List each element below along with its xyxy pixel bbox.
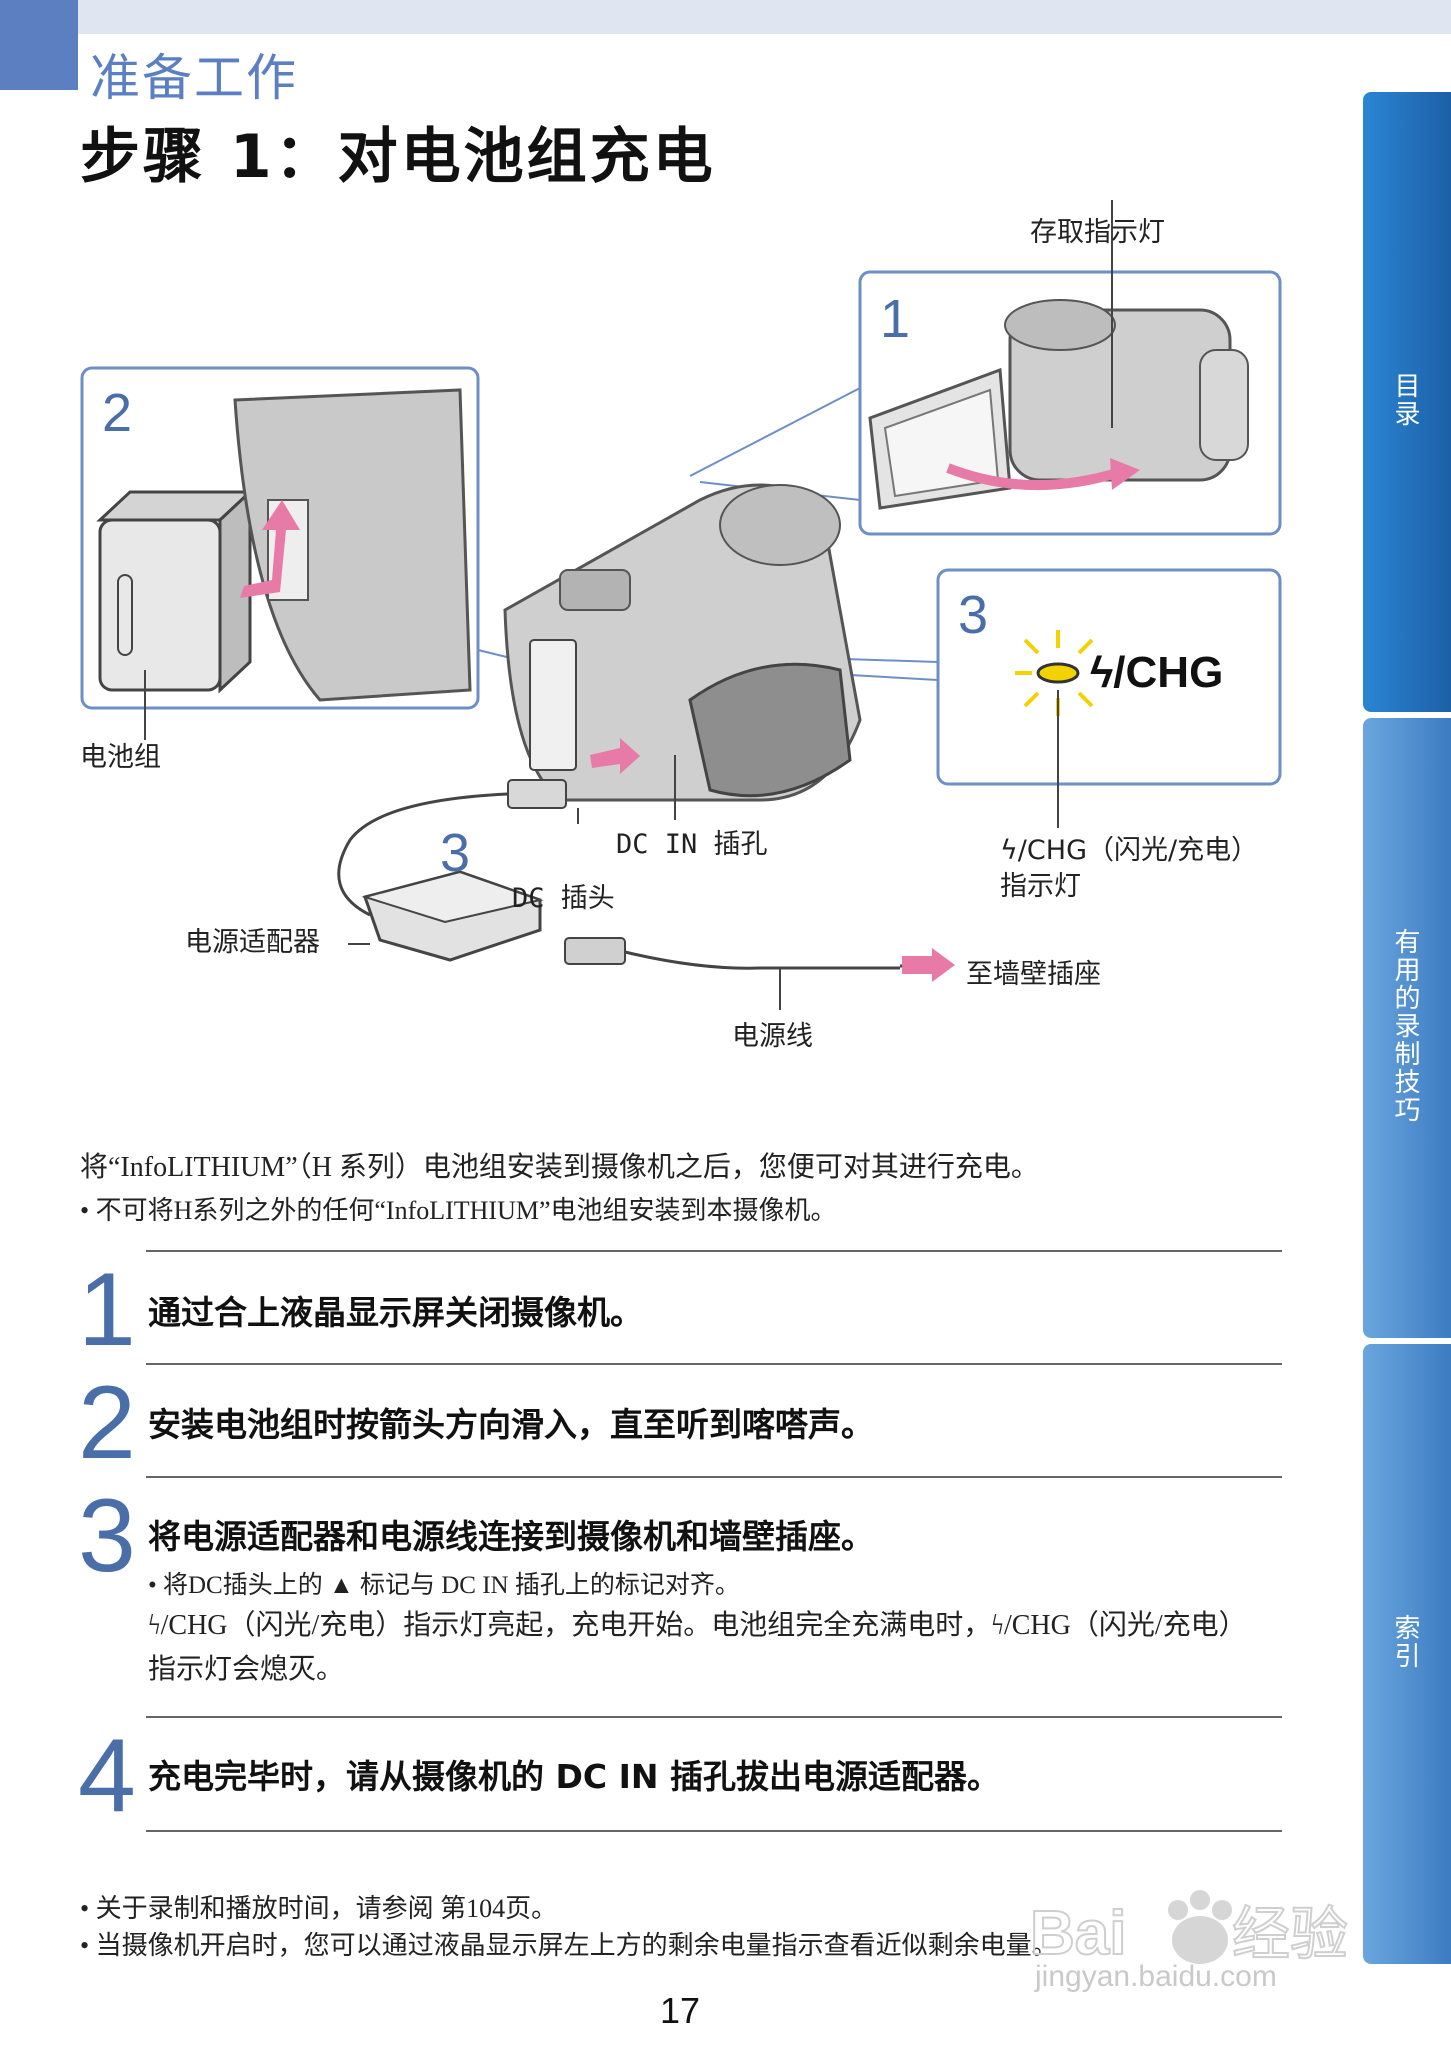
step-3-text: 将电源适配器和电源线连接到摄像机和墙壁插座。 [148,1517,874,1556]
footnote-1: • 关于录制和播放时间，请参阅 第104页。 [80,1894,558,1923]
intro-text: 将“InfoLITHIUM”（H 系列）电池组安装到摄像机之后，您便可对其进行充… [80,1152,1039,1183]
step-2-text: 安装电池组时按箭头方向滑入，直至听到喀嗒声。 [148,1405,874,1444]
battery-pack-label: 电池组 [80,742,161,773]
tab-contents-label: 目录 [1390,372,1420,428]
access-lamp-label: 存取指示灯 [1030,217,1165,248]
divider [146,1250,1282,1252]
panel-number-3: 3 [958,585,989,645]
step-number-1: 1 [78,1252,136,1368]
step-1-text: 通过合上液晶显示屏关闭摄像机。 [148,1293,643,1332]
step-number-2: 2 [78,1365,136,1481]
camcorder-illustration [80,200,1282,1010]
chg-lamp-label-line1: ϟ/CHG（闪光/充电） [1000,835,1259,866]
intro-note: • 不可将H系列之外的任何“InfoLITHIUM”电池组安装到本摄像机。 [80,1196,837,1225]
power-cord-label: 电源线 [732,1021,813,1052]
tab-recording-tips-label: 有用的录制技巧 [1390,928,1420,1124]
charging-diagram: 存取指示灯 电池组 DC IN 插孔 DC 插头 电源适配器 ϟ/CHG（闪光/… [0,200,1340,1100]
tab-index[interactable]: 索引 [1363,1344,1451,1964]
step-number-4: 4 [78,1718,136,1834]
svg-text:Bai: Bai [1030,1899,1126,1968]
ac-adaptor-illustration [337,755,955,1010]
dc-in-jack-label: DC IN 插孔 [616,829,768,860]
ac-adaptor-label: 电源适配器 [185,927,320,958]
baidu-watermark-logo: Bai 经验 [1030,1890,1349,1969]
divider [146,1363,1282,1365]
chg-lamp-label-line2: 指示灯 [1000,871,1081,902]
wall-outlet-label: 至墙壁插座 [966,959,1101,990]
step-3-note: • 将DC插头上的 ▲ 标记与 DC IN 插孔上的标记对齐。 [148,1572,740,1599]
divider [146,1716,1282,1718]
tab-contents[interactable]: 目录 [1363,92,1451,712]
divider [146,1830,1282,1832]
step-3-body: ϟ/CHG（闪光/充电）指示灯亮起，充电开始。电池组完全充满电时，ϟ/CHG（闪… [148,1610,1247,1685]
battery-insert-illustration [96,388,472,740]
tab-index-label: 索引 [1390,1614,1420,1670]
svg-text:经验: 经验 [1232,1900,1348,1968]
dc-plug-label: DC 插头 [512,883,615,914]
section-marker [0,0,78,90]
section-title: 准备工作 [90,49,298,107]
tab-recording-tips[interactable]: 有用的录制技巧 [1363,718,1451,1338]
step-number-3: 3 [78,1478,136,1594]
panel-number-2: 2 [102,383,133,443]
divider [146,1476,1282,1478]
chg-lamp-illustration [1015,630,1094,828]
camcorder-lcd-illustration [868,200,1249,510]
page-number: 17 [660,1990,701,2031]
main-camcorder-illustration [503,483,862,802]
watermark-url: jingyan.baidu.com [1035,1960,1277,1993]
chg-symbol-text: ϟ/CHG [1090,648,1224,697]
header-band [0,0,1451,34]
panel-number-1: 1 [880,289,911,349]
page-title: 步骤 1：对电池组充电 [80,122,716,192]
step-4-text: 充电完毕时，请从摄像机的 DC IN 插孔拔出电源适配器。 [148,1757,1000,1796]
footnote-2: • 当摄像机开启时，您可以通过液晶显示屏左上方的剩余电量指示查看近似剩余电量。 [80,1931,1058,1960]
cable-number-3: 3 [440,823,471,883]
